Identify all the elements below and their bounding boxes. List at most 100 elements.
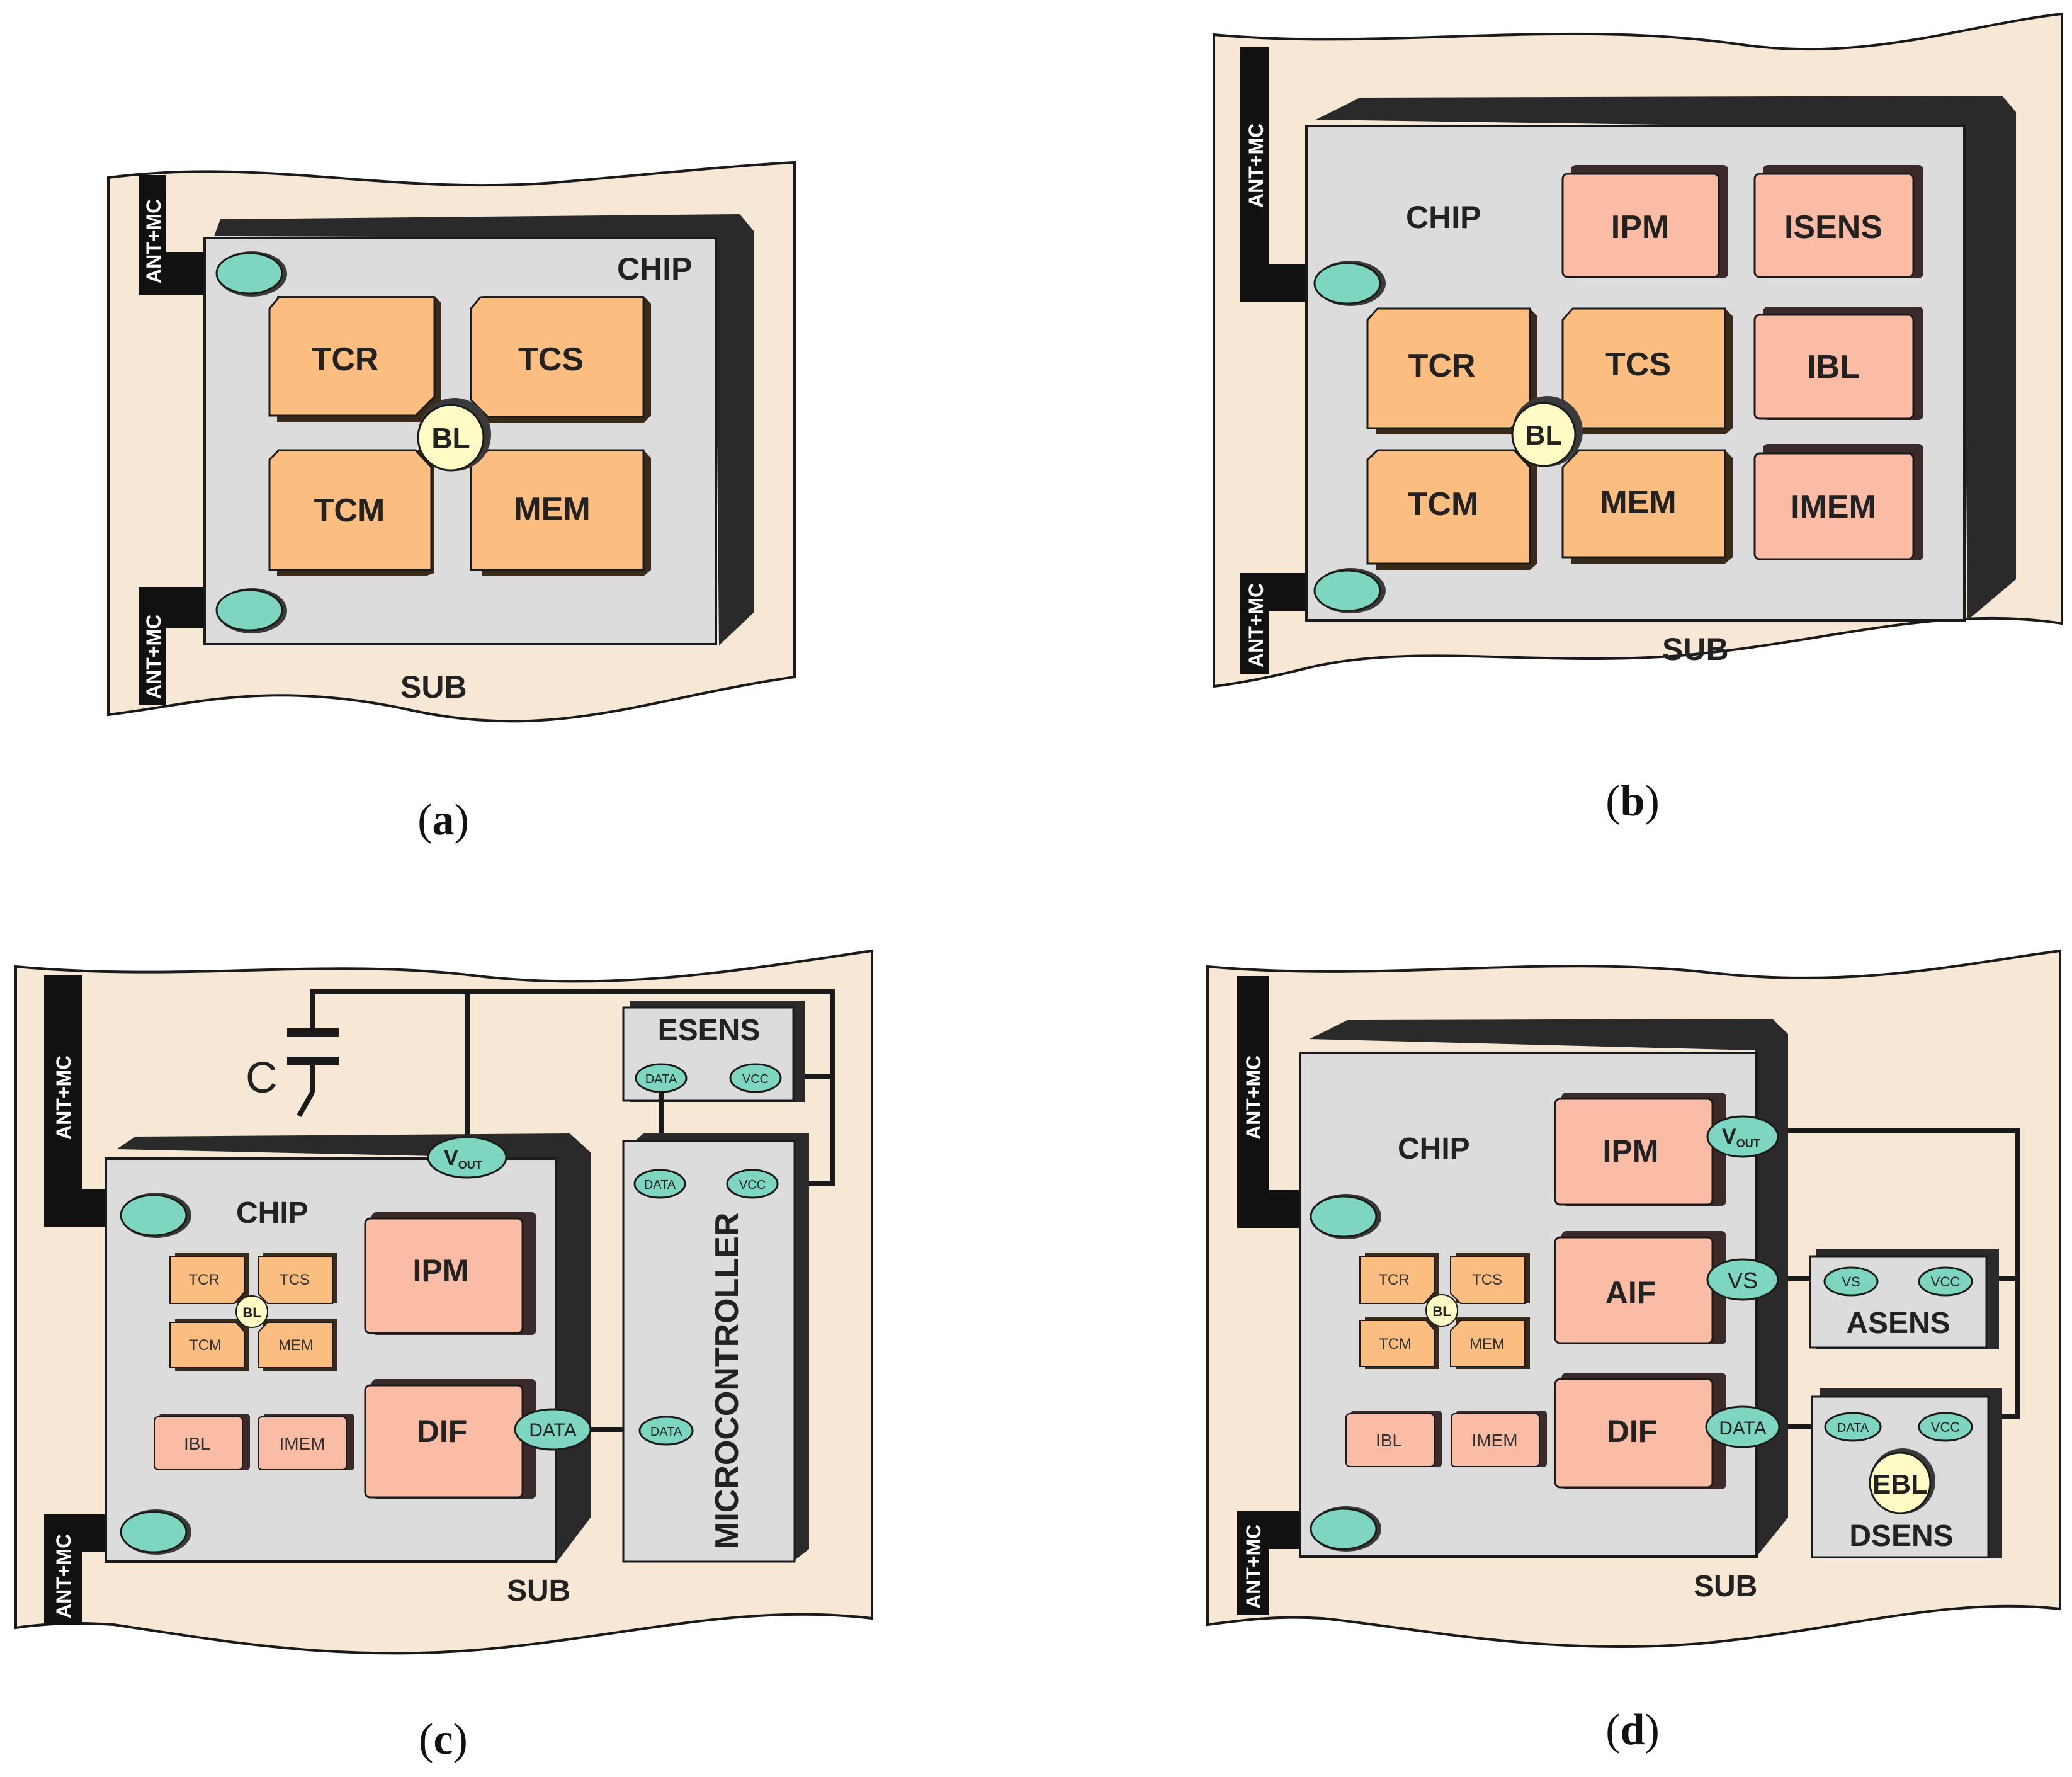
block-mem-b: MEM <box>1561 449 1733 564</box>
svg-text:EBL: EBL <box>1872 1469 1928 1500</box>
block-tcm-a: TCM <box>268 449 434 576</box>
block-tcs-a: TCS <box>470 296 651 423</box>
block-ipm-b: IPM <box>1561 165 1728 278</box>
svg-text:MEM: MEM <box>1600 484 1676 521</box>
pad-d-vout <box>1706 1115 1779 1158</box>
asens-box: VS VCC ASENS <box>1809 1249 1999 1349</box>
svg-text:DATA: DATA <box>1837 1421 1869 1435</box>
block-tcr-a: TCR <box>268 296 441 422</box>
pad-d-aif-vs <box>1706 1258 1779 1301</box>
svg-text:TCM: TCM <box>189 1337 222 1354</box>
pad-c-vout <box>427 1136 507 1179</box>
sub-label-c: SUB <box>507 1574 570 1608</box>
svg-text:DIF: DIF <box>1607 1414 1658 1449</box>
svg-text:TCS: TCS <box>280 1271 310 1288</box>
svg-text:DATA: DATA <box>650 1425 682 1439</box>
bl-a <box>417 404 485 472</box>
pad-c-dif-data <box>514 1408 592 1451</box>
bl-label-c: BL <box>242 1305 261 1320</box>
svg-text:AIF: AIF <box>1605 1275 1656 1310</box>
svg-text:TCM: TCM <box>1379 1336 1412 1353</box>
ant-strip-b-top <box>1240 47 1269 302</box>
svg-text:VS: VS <box>1728 1268 1758 1293</box>
svg-text:MEM: MEM <box>1469 1336 1505 1353</box>
svg-text:DATA: DATA <box>644 1178 676 1192</box>
block-tcm-b: TCM <box>1366 449 1537 570</box>
svg-text:MEM: MEM <box>278 1337 314 1354</box>
svg-text:IBL: IBL <box>184 1434 210 1453</box>
svg-text:MEM: MEM <box>514 491 590 528</box>
svg-text:VCC: VCC <box>739 1178 766 1192</box>
svg-text:IPM: IPM <box>1603 1133 1659 1169</box>
svg-text:DSENS: DSENS <box>1849 1519 1953 1553</box>
block-dif-d: DIF <box>1554 1373 1726 1489</box>
chip-label-d: CHIP <box>1398 1132 1470 1166</box>
svg-text:TCR: TCR <box>1378 1271 1409 1288</box>
block-mem-c: MEM <box>258 1319 337 1371</box>
block-tcm-c: TCM <box>169 1319 249 1371</box>
svg-text:IMEM: IMEM <box>1471 1431 1517 1450</box>
ant-label-a-bottom: ANT+MC <box>142 615 165 699</box>
svg-text:DATA: DATA <box>1719 1418 1767 1439</box>
svg-text:VCC: VCC <box>742 1072 769 1086</box>
svg-text:DATA: DATA <box>529 1420 577 1441</box>
block-ibl-c: IBL <box>154 1414 250 1470</box>
svg-text:VOUT: VOUT <box>1722 1125 1760 1150</box>
ant-label-a-top: ANT+MC <box>142 199 165 283</box>
sub-label-a: SUB <box>400 669 467 705</box>
block-imem-b: IMEM <box>1753 444 1923 560</box>
block-tcr-c: TCR <box>169 1253 249 1304</box>
block-ipm-d: IPM <box>1554 1093 1726 1206</box>
panel-d: ANT+MC ANT+MC CHIP SUB TCR TCS TCM <box>1206 949 2061 1754</box>
svg-text:IBL: IBL <box>1807 349 1860 385</box>
panel-c: ANT+MC ANT+MC C CHIP SUB VOUT TCR T <box>14 949 873 1764</box>
block-mem-a: MEM <box>470 449 651 576</box>
svg-text:TCR: TCR <box>312 341 379 378</box>
wire-c-top <box>310 989 835 1186</box>
block-mem-d: MEM <box>1450 1317 1530 1369</box>
block-dif-c: DIF <box>364 1379 536 1499</box>
block-tcr-b: TCR <box>1366 307 1537 434</box>
bl-c <box>235 1295 268 1328</box>
svg-text:IBL: IBL <box>1376 1431 1402 1450</box>
block-imem-d: IMEM <box>1451 1411 1547 1467</box>
ant-strip-d-top <box>1237 976 1269 1228</box>
block-ipm-c: IPM <box>364 1212 536 1335</box>
ant-label-c-bottom: ANT+MC <box>52 1534 75 1618</box>
svg-text:IMEM: IMEM <box>1791 489 1876 525</box>
ant-label-b-top: ANT+MC <box>1245 123 1267 208</box>
block-ibl-b: IBL <box>1753 307 1923 420</box>
block-ibl-d: IBL <box>1345 1411 1442 1467</box>
svg-text:DATA: DATA <box>645 1072 677 1086</box>
svg-text:TCS: TCS <box>1472 1271 1502 1288</box>
ant-label-b-bottom: ANT+MC <box>1245 583 1267 667</box>
svg-text:IPM: IPM <box>1611 209 1669 246</box>
block-aif-d: AIF <box>1554 1231 1726 1344</box>
chip-label-c: CHIP <box>236 1196 309 1230</box>
svg-text:IMEM: IMEM <box>279 1434 325 1453</box>
caption-a: (a) <box>417 796 469 844</box>
bl-label-b: BL <box>1526 420 1563 451</box>
svg-text:VCC: VCC <box>1931 1419 1961 1435</box>
svg-text:TCR: TCR <box>1408 348 1476 384</box>
block-isens-b: ISENS <box>1753 165 1923 278</box>
svg-text:TCS: TCS <box>518 341 584 378</box>
svg-text:TCR: TCR <box>188 1271 219 1288</box>
svg-text:ESENS: ESENS <box>658 1014 761 1047</box>
ant-label-d-top: ANT+MC <box>1242 1055 1265 1140</box>
svg-text:VCC: VCC <box>1931 1274 1961 1290</box>
chip-label-b: CHIP <box>1406 200 1481 235</box>
svg-text:ASENS: ASENS <box>1846 1307 1950 1340</box>
svg-text:TCS: TCS <box>1605 346 1671 383</box>
caption-d: (d) <box>1605 1706 1660 1754</box>
sub-label-b: SUB <box>1662 632 1729 667</box>
svg-text:TCM: TCM <box>1408 486 1479 523</box>
svg-text:ISENS: ISENS <box>1784 209 1882 246</box>
svg-text:VS: VS <box>1842 1274 1860 1290</box>
ant-label-c-top: ANT+MC <box>52 1055 75 1140</box>
svg-text:VOUT: VOUT <box>444 1146 482 1171</box>
svg-text:TCM: TCM <box>314 492 385 529</box>
block-tcs-c: TCS <box>258 1253 337 1304</box>
block-tcs-b: TCS <box>1561 307 1733 434</box>
